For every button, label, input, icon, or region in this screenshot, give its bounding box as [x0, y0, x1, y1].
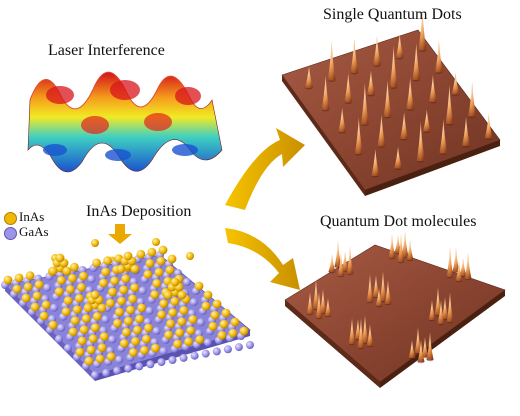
inas-legend-label: InAs	[19, 209, 45, 224]
atomic-lattice	[1, 245, 254, 381]
laser-interference-label: Laser Interference	[48, 42, 165, 59]
gaas-legend-swatch	[4, 227, 17, 240]
laser-interference-surface	[27, 71, 223, 173]
curved-arrow-icon	[225, 228, 300, 290]
single-quantum-dots-label: Single Quantum Dots	[323, 6, 462, 23]
gaas-legend-label: GaAs	[19, 224, 49, 239]
quantum-dot-molecules-label: Quantum Dot molecules	[320, 213, 477, 230]
inas-legend-swatch	[4, 212, 17, 225]
inas-deposition-label: InAs Deposition	[86, 203, 192, 220]
curved-arrow-icon	[225, 128, 305, 210]
quantum-dot-molecules-surface	[284, 231, 506, 388]
down-arrow-icon	[108, 224, 132, 244]
single-quantum-dots-surface	[281, 8, 501, 196]
